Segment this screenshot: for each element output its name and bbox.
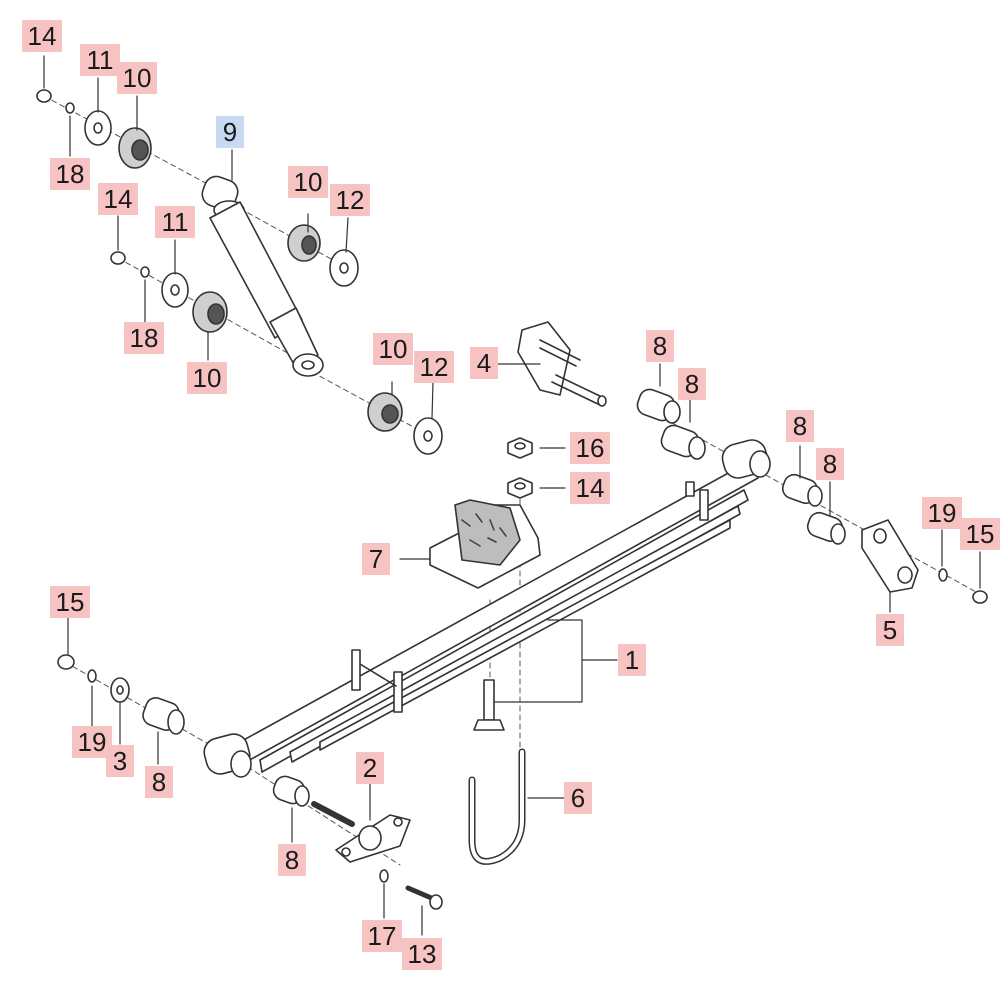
part-label-6[interactable]: 6	[564, 782, 592, 814]
part-label-9[interactable]: 9	[216, 116, 244, 148]
bushing-10a[interactable]	[118, 127, 152, 169]
spring-seat-7[interactable]	[429, 499, 541, 589]
part-label-1[interactable]: 1	[618, 644, 646, 676]
bushing-8d[interactable]	[805, 510, 846, 545]
bushing-10d[interactable]	[367, 392, 403, 432]
part-label-3[interactable]: 3	[106, 745, 134, 777]
part-label-8[interactable]: 8	[816, 448, 844, 480]
nut-16[interactable]	[507, 437, 533, 459]
bushing-8e[interactable]	[140, 695, 185, 735]
part-label-11[interactable]: 11	[155, 206, 195, 238]
part-label-13[interactable]: 13	[402, 938, 442, 970]
nut-15b[interactable]	[57, 654, 75, 670]
part-label-8[interactable]: 8	[278, 844, 306, 876]
part-label-8[interactable]: 8	[786, 410, 814, 442]
nut-14b[interactable]	[110, 251, 126, 265]
part-label-11[interactable]: 11	[80, 44, 120, 76]
washer-12b[interactable]	[413, 417, 443, 455]
part-label-2[interactable]: 2	[356, 752, 384, 784]
part-label-17[interactable]: 17	[362, 920, 402, 952]
part-label-7[interactable]: 7	[362, 543, 390, 575]
shackle-link-5[interactable]	[861, 519, 919, 593]
shackle-plate-4[interactable]	[517, 321, 607, 407]
washer-3[interactable]	[110, 677, 130, 703]
leaf-spring[interactable]	[201, 437, 771, 778]
bushing-8a[interactable]	[635, 387, 681, 424]
part-label-8[interactable]: 8	[678, 368, 706, 400]
part-label-10[interactable]: 10	[187, 362, 227, 394]
clip-19a[interactable]	[938, 568, 948, 582]
bolt-13[interactable]	[405, 885, 443, 910]
part-label-15[interactable]: 15	[50, 586, 90, 618]
part-label-14[interactable]: 14	[570, 472, 610, 504]
clip-17[interactable]	[379, 869, 389, 883]
part-label-5[interactable]: 5	[876, 614, 904, 646]
spring-bracket-2[interactable]	[311, 801, 411, 863]
shock-absorber[interactable]	[199, 173, 324, 377]
nut-15a[interactable]	[972, 590, 988, 604]
part-label-4[interactable]: 4	[470, 347, 498, 379]
part-label-8[interactable]: 8	[646, 330, 674, 362]
nut-14c[interactable]	[507, 477, 533, 499]
part-label-14[interactable]: 14	[98, 183, 138, 215]
washer-11b[interactable]	[161, 272, 189, 308]
part-label-12[interactable]: 12	[330, 184, 370, 216]
bushing-8f[interactable]	[271, 774, 310, 807]
nut-14a[interactable]	[36, 89, 52, 103]
part-label-10[interactable]: 10	[117, 62, 157, 94]
washer-12a[interactable]	[329, 249, 359, 287]
part-label-18[interactable]: 18	[124, 322, 164, 354]
part-label-19[interactable]: 19	[922, 497, 962, 529]
part-label-15[interactable]: 15	[960, 518, 1000, 550]
part-label-18[interactable]: 18	[50, 158, 90, 190]
bushing-8b[interactable]	[659, 423, 706, 460]
bushing-10c[interactable]	[192, 291, 228, 333]
bushing-8c[interactable]	[780, 472, 823, 507]
part-label-19[interactable]: 19	[72, 726, 112, 758]
part-label-12[interactable]: 12	[414, 351, 454, 383]
clip-18b[interactable]	[140, 266, 150, 278]
leader-lines	[43, 55, 981, 936]
part-label-16[interactable]: 16	[570, 432, 610, 464]
part-label-10[interactable]: 10	[373, 333, 413, 365]
bushing-10b[interactable]	[287, 224, 321, 262]
part-label-8[interactable]: 8	[145, 766, 173, 798]
washer-11a[interactable]	[84, 110, 112, 146]
clip-18a[interactable]	[65, 102, 75, 114]
clip-19b[interactable]	[87, 669, 97, 683]
part-label-14[interactable]: 14	[22, 20, 62, 52]
part-label-10[interactable]: 10	[288, 166, 328, 198]
